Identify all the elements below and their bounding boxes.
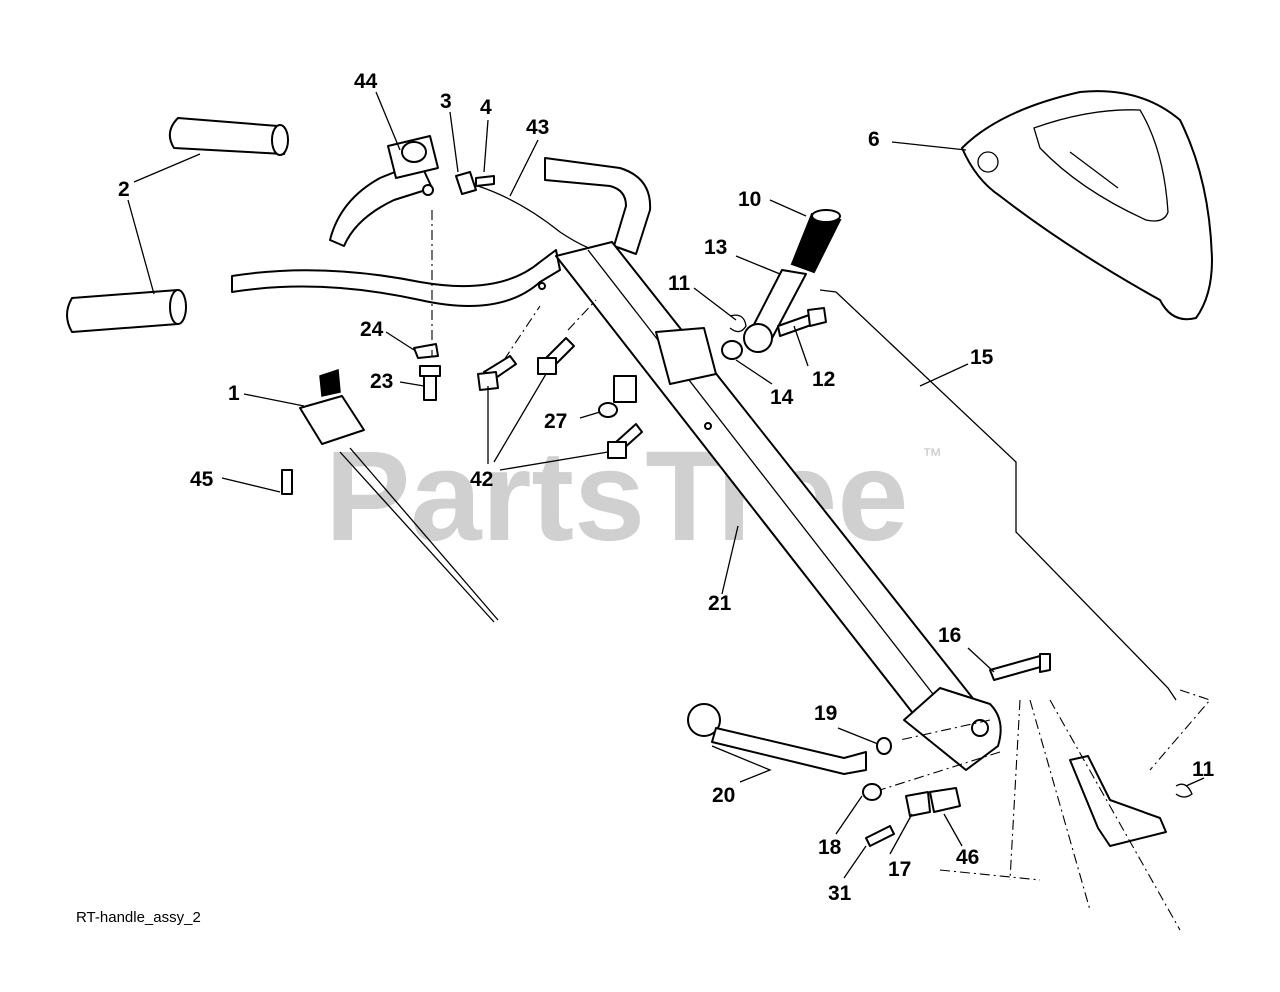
part-12-bolt[interactable]	[777, 307, 827, 337]
callout-20[interactable]: 20	[712, 784, 735, 807]
callout-10[interactable]: 10	[738, 188, 761, 211]
part-16-bolt[interactable]	[989, 653, 1051, 681]
callout-21[interactable]: 21	[708, 592, 732, 615]
callouts: 2 1 44 3 4 43 6 10 13 11 12 14 15 24 23 …	[118, 70, 1215, 905]
callout-15[interactable]: 15	[970, 346, 994, 369]
part-17-wedge[interactable]	[905, 791, 931, 817]
part-4-screw[interactable]	[475, 175, 495, 187]
callout-6[interactable]: 6	[868, 128, 880, 151]
part-18-nut[interactable]	[862, 783, 882, 801]
callout-13[interactable]: 13	[704, 236, 727, 259]
watermark-trademark: ™	[922, 445, 942, 467]
part-42-bolt-a[interactable]	[477, 355, 517, 391]
part-23-bolt[interactable]	[419, 365, 441, 401]
part-42-bolt-c[interactable]	[607, 423, 643, 459]
part-3-bracket[interactable]	[455, 171, 477, 195]
part-43-cable[interactable]	[477, 185, 607, 253]
callout-27[interactable]: 27	[544, 410, 567, 433]
part-2-grip-lower[interactable]	[66, 289, 187, 333]
part-42-bolt-b[interactable]	[537, 337, 575, 375]
callout-23[interactable]: 23	[370, 370, 393, 393]
callout-44[interactable]: 44	[354, 70, 378, 93]
part-shift-bracket[interactable]	[655, 327, 717, 385]
callout-4[interactable]: 4	[480, 96, 492, 119]
callout-17[interactable]: 17	[888, 858, 911, 881]
part-10-knob[interactable]	[790, 209, 842, 274]
part-pivot-bracket[interactable]	[903, 687, 1002, 771]
part-24-clip[interactable]	[413, 343, 439, 359]
callout-18[interactable]: 18	[818, 836, 842, 859]
callout-14[interactable]: 14	[770, 386, 794, 409]
callout-31[interactable]: 31	[828, 882, 852, 905]
diagram-caption: RT-handle_assy_2	[76, 909, 201, 926]
part-44-clutch-lever[interactable]	[329, 135, 439, 247]
part-19-washer[interactable]	[876, 737, 892, 755]
part-6-cover[interactable]	[961, 90, 1213, 321]
part-11-cotter-pin-upper[interactable]	[729, 314, 747, 333]
callout-46[interactable]: 46	[956, 846, 979, 869]
callout-42[interactable]: 42	[470, 468, 493, 491]
callout-45[interactable]: 45	[190, 468, 214, 491]
part-1-bracket[interactable]	[299, 368, 499, 623]
part-46-block[interactable]	[929, 787, 961, 813]
reference-lines	[431, 210, 1211, 931]
callout-11-lower[interactable]: 11	[1192, 758, 1215, 781]
callout-1[interactable]: 1	[228, 382, 240, 405]
callout-19[interactable]: 19	[814, 702, 837, 725]
part-20-lever[interactable]	[687, 703, 867, 775]
callout-24[interactable]: 24	[360, 318, 384, 341]
part-11-cotter-pin-lower[interactable]	[1175, 783, 1193, 798]
callout-2[interactable]: 2	[118, 178, 130, 201]
part-2-grip-upper[interactable]	[168, 117, 289, 156]
callout-3[interactable]: 3	[440, 90, 452, 113]
part-15-shift-rod[interactable]	[819, 289, 1177, 701]
part-31-bolt[interactable]	[865, 825, 895, 847]
callout-11-upper[interactable]: 11	[668, 272, 691, 295]
part-27-nut[interactable]	[598, 375, 637, 418]
part-45-bolt[interactable]	[281, 469, 293, 495]
part-13-shift-lever[interactable]	[743, 269, 807, 353]
callout-12[interactable]: 12	[812, 368, 835, 391]
part-lower-bracket[interactable]	[1069, 755, 1167, 847]
leader-lines	[127, 91, 1205, 879]
callout-43[interactable]: 43	[526, 116, 549, 139]
callout-16[interactable]: 16	[938, 624, 961, 647]
part-14-spacer[interactable]	[721, 340, 743, 360]
